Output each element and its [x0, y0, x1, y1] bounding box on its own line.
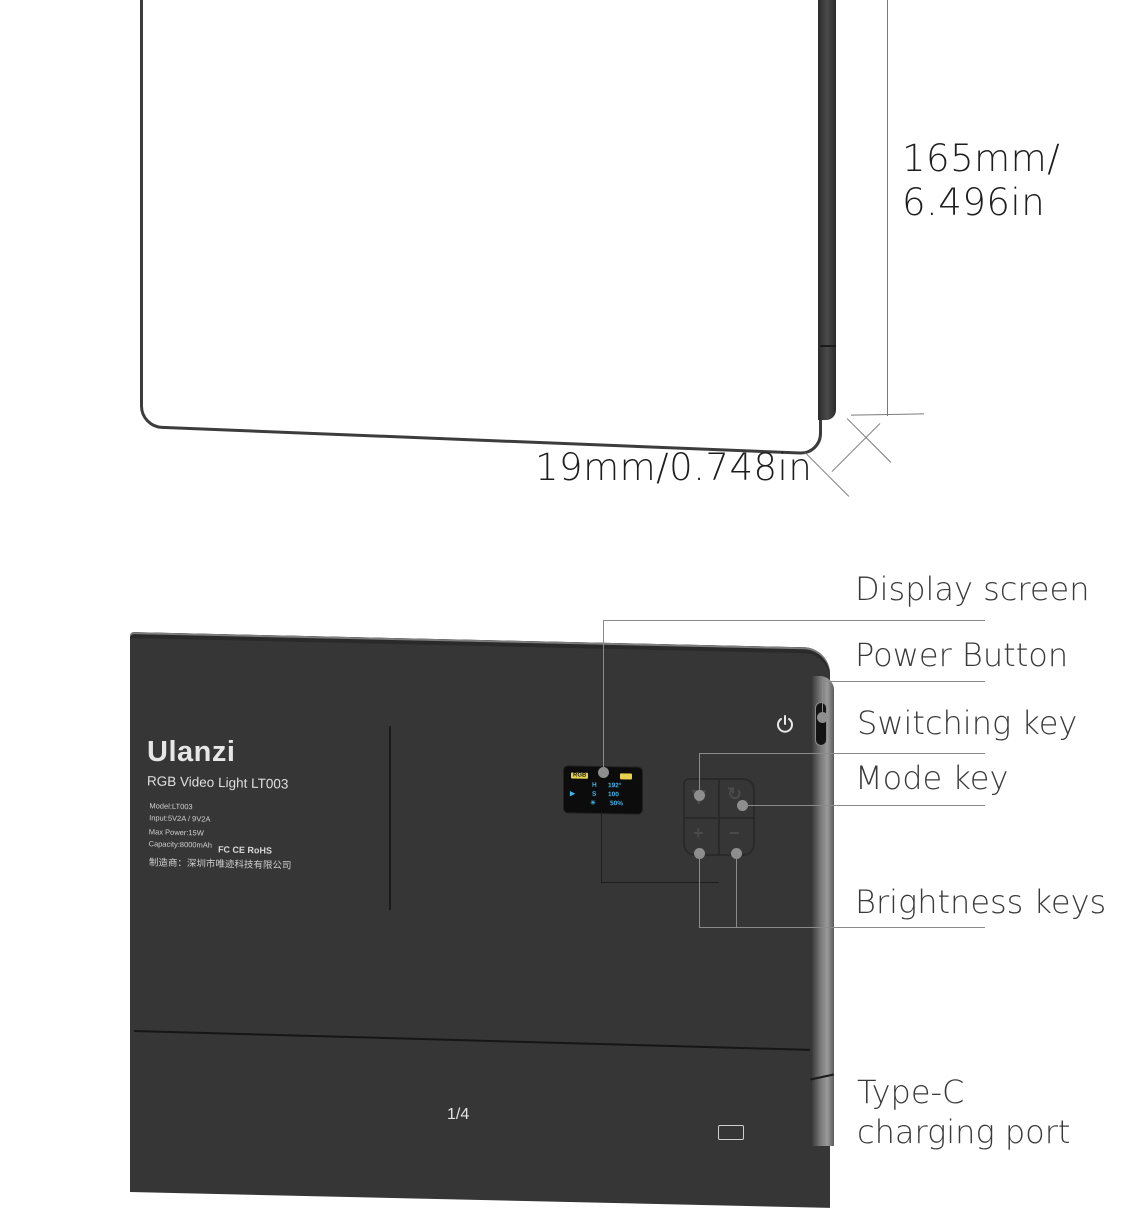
charging-icon — [718, 1125, 744, 1140]
saturation-key: S — [592, 790, 597, 798]
thickness-dimension-line — [831, 423, 881, 472]
brightness-down-key[interactable]: − — [729, 823, 740, 843]
light-panel-back — [130, 632, 830, 1208]
spec-input: Input:5V2A / 9V2A — [149, 813, 211, 824]
brightness-leader-v2 — [736, 853, 737, 927]
display-screen-leader-h — [603, 620, 985, 621]
display-mode-badge: RGB — [571, 772, 589, 779]
brand-logo: Ulanzi — [147, 736, 236, 768]
light-panel-side-edge — [818, 0, 836, 420]
switching-key-leader-h — [699, 753, 985, 754]
side-edge-notch — [820, 345, 836, 347]
height-mm: 165mm/ — [902, 137, 1061, 180]
display-connector-v — [601, 812, 602, 882]
label-power-button: Power Button — [855, 636, 1069, 674]
power-button-marker — [817, 712, 828, 723]
display-screen-marker — [598, 767, 609, 778]
switching-key-leader-v — [699, 753, 700, 793]
type-c-line2: charging port — [857, 1113, 1071, 1151]
light-panel-front — [140, 0, 822, 456]
power-icon[interactable] — [775, 714, 795, 734]
switching-key-marker — [694, 790, 705, 801]
display-connector-h — [601, 882, 719, 883]
power-switch[interactable] — [815, 702, 827, 746]
brightness-leader-v1 — [699, 853, 700, 927]
power-button-leader-v — [822, 681, 823, 715]
keypad-divider-h — [683, 817, 755, 819]
battery-icon — [620, 773, 632, 780]
power-button-leader-h — [822, 681, 985, 682]
mode-key-leader-h — [742, 805, 985, 806]
thickness-dimension-label: 19mm/0.748in — [535, 446, 813, 489]
brightness-icon: ☀ — [590, 799, 596, 807]
spec-block: Model:LT003 Input:5V2A / 9V2A Max Power:… — [148, 800, 212, 851]
label-mode-key: Mode key — [855, 759, 1009, 797]
type-c-line1: Type-C — [857, 1073, 965, 1111]
hue-key: H — [592, 781, 597, 789]
light-panel-back-side — [812, 676, 834, 1146]
selection-arrow-icon: ▶ — [570, 790, 575, 798]
certification-marks: FC CE RoHS — [217, 844, 273, 856]
saturation-value: 100 — [608, 791, 619, 799]
label-brightness-keys: Brightness keys — [855, 883, 1107, 921]
brightness-value: 50% — [610, 800, 624, 808]
mode-key[interactable]: ↻ — [727, 784, 743, 804]
spec-capacity: Capacity:8000mAh — [148, 839, 213, 850]
label-type-c-port: Type-C charging port — [857, 1072, 1070, 1152]
page-indicator: 1/4 — [447, 1106, 470, 1123]
height-dimension-line — [887, 0, 888, 416]
height-in: 6.496in — [902, 181, 1046, 224]
model-title: RGB Video Light LT003 — [146, 773, 289, 792]
brightness-leader-h — [699, 927, 985, 928]
thickness-tick-right — [846, 418, 892, 463]
height-dimension-label: 165mm/ 6.496in — [902, 137, 1060, 225]
kickstand-slot — [389, 726, 391, 910]
hue-value: 192° — [608, 782, 622, 790]
brightness-up-key[interactable]: + — [693, 823, 704, 843]
label-display-screen: Display screen — [855, 570, 1090, 608]
label-switching-key: Switching key — [857, 704, 1078, 742]
display-screen-leader-v — [603, 620, 604, 770]
